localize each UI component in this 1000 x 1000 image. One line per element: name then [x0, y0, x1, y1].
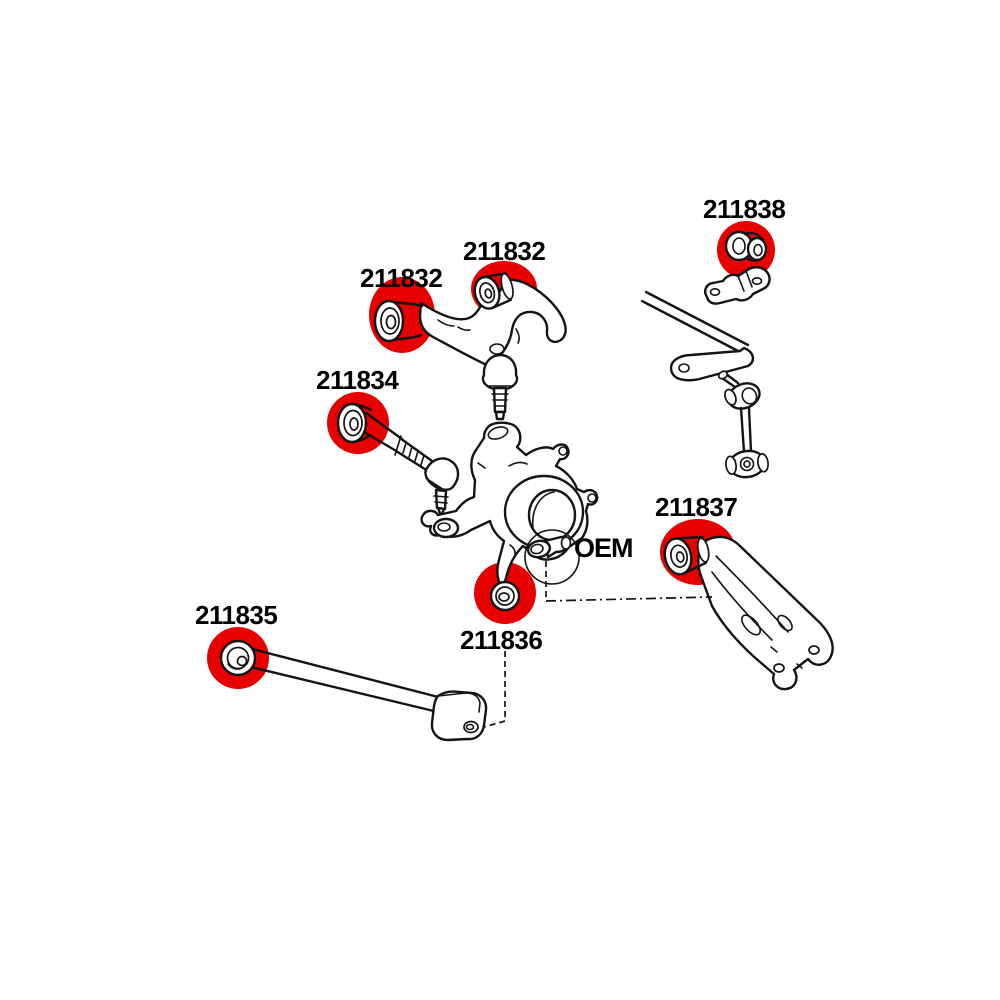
label-stabilizer-bar-bushing: 211838 — [703, 194, 786, 224]
trailing-arm — [219, 639, 488, 742]
label-trailing-arm-bushing: 211835 — [195, 600, 278, 630]
label-lower-arm-bushing: 211837 — [655, 492, 738, 522]
oem-marker-circle — [524, 529, 580, 585]
label-toe-arm-bushing: 211834 — [316, 365, 399, 395]
oem-leader-horizontal — [545, 596, 713, 602]
label-oem-marker: OEM — [574, 533, 634, 563]
knuckle — [420, 421, 599, 612]
label-upper-arm-rear-bushing: 211832 — [463, 236, 546, 266]
lower-control-arm — [663, 535, 834, 691]
knuckle-bushing-leader — [483, 651, 506, 728]
label-knuckle-bushing: 211836 — [460, 625, 543, 655]
leader-lines — [483, 561, 713, 728]
upper-control-arm — [373, 272, 567, 421]
label-upper-arm-front-bushing: 211832 — [360, 263, 443, 293]
stabilizer-bar-assembly — [640, 230, 771, 479]
toe-arm — [336, 402, 460, 518]
